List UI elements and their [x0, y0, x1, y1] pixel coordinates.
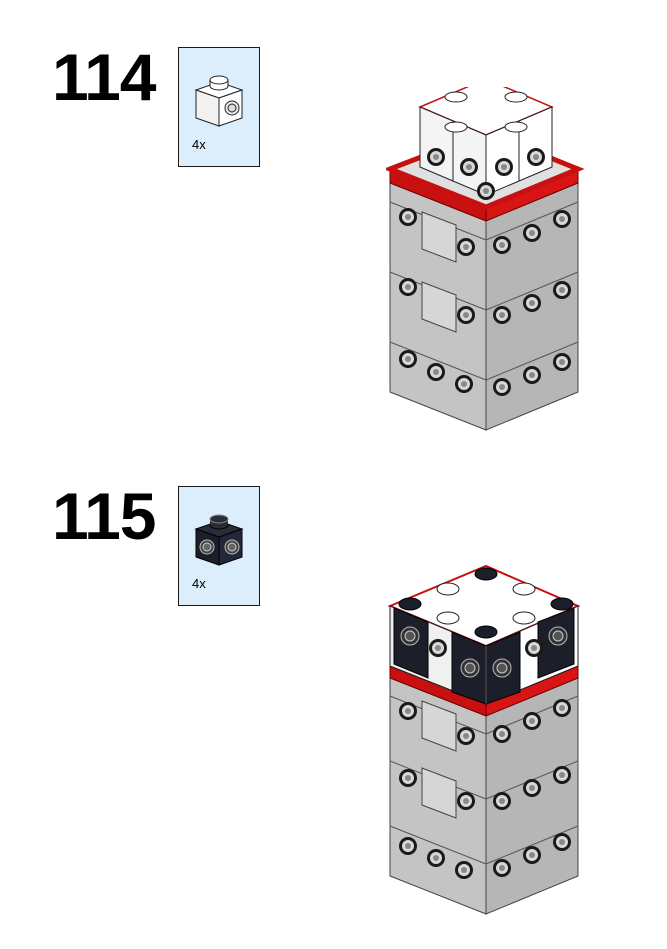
tower-model-step-114	[386, 87, 585, 431]
step-number-114: 114	[52, 40, 156, 114]
parts-callout-115: 4x	[178, 486, 260, 606]
black-brick-part-icon	[194, 514, 244, 566]
parts-callout-114: 4x	[178, 47, 260, 167]
step-number-115: 115	[52, 479, 156, 553]
tower-model-step-115	[387, 564, 581, 915]
quantity-label: 4x	[192, 576, 206, 591]
quantity-label: 4x	[192, 137, 206, 152]
white-brick-part-icon	[194, 75, 244, 127]
